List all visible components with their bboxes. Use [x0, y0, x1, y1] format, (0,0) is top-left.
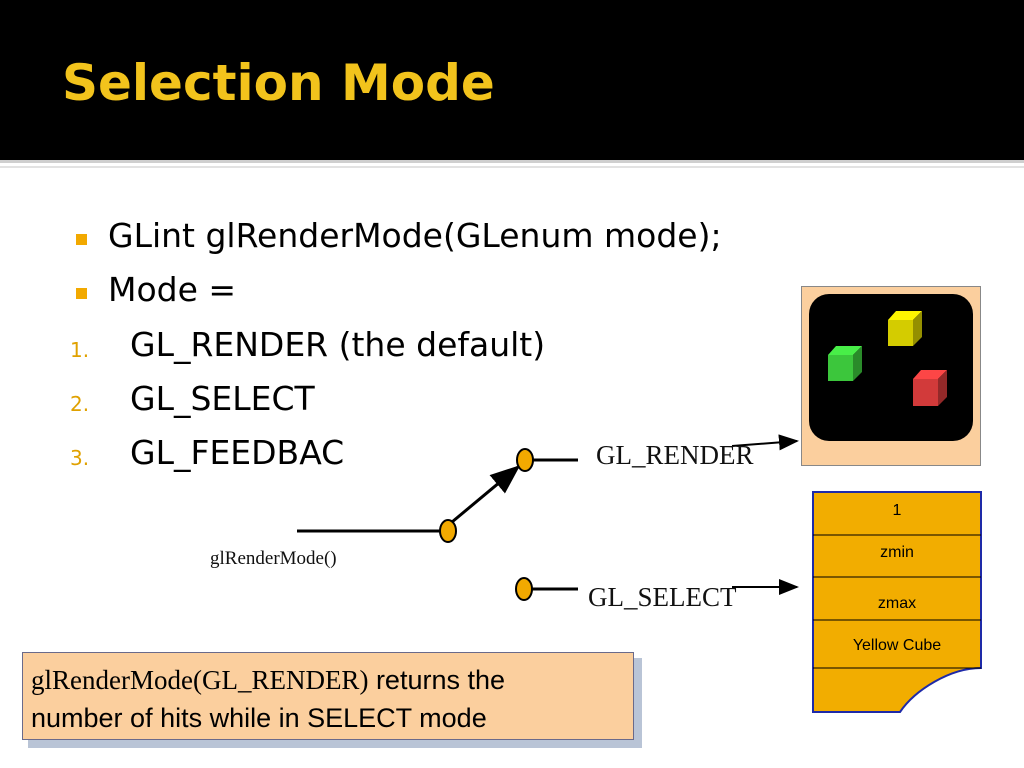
bullet-marker: [76, 288, 87, 299]
gl-select-label: GL_SELECT: [588, 582, 737, 612]
bullet-item-1: GLint glRenderMode(GLenum mode);: [108, 216, 722, 255]
note-text-line2: number of hits while in SELECT mode: [31, 703, 487, 733]
list-number-2: 2.: [70, 392, 90, 416]
yellow-cube: [888, 311, 922, 346]
list-item-1: GL_RENDER (the default): [130, 325, 546, 364]
divider: [0, 160, 1024, 163]
hit-record-zmax: zmax: [877, 595, 917, 612]
render-arrow: [731, 434, 799, 451]
divider-thin: [0, 166, 1024, 168]
hit-record-name: Yellow Cube: [852, 637, 942, 654]
red-cube: [913, 370, 947, 406]
switch-lever: [451, 465, 521, 524]
switch-pivot-node: [439, 519, 457, 543]
gl-render-label: GL_RENDER: [596, 440, 754, 470]
list-item-3: GL_FEEDBAC: [130, 433, 345, 472]
bullet-marker: [76, 234, 87, 245]
slide-title: Selection Mode: [62, 54, 495, 112]
title-bar: [0, 0, 1024, 160]
list-number-1: 1.: [70, 338, 90, 362]
select-contact-node: [515, 577, 533, 601]
list-number-3: 3.: [70, 446, 90, 470]
bullet-item-2: Mode =: [108, 270, 237, 309]
hit-record-count: 1: [892, 502, 902, 519]
render-mode-function-label: glRenderMode(): [210, 548, 337, 569]
list-item-2: GL_SELECT: [130, 379, 315, 418]
green-cube: [828, 346, 862, 381]
note-box: glRenderMode(GL_RENDER) returns the numb…: [22, 652, 634, 740]
note-code: glRenderMode(GL_RENDER): [31, 665, 369, 695]
render-contact-node: [516, 448, 534, 472]
note-text: returns the: [368, 665, 506, 695]
hit-record-zmin: zmin: [880, 544, 914, 561]
